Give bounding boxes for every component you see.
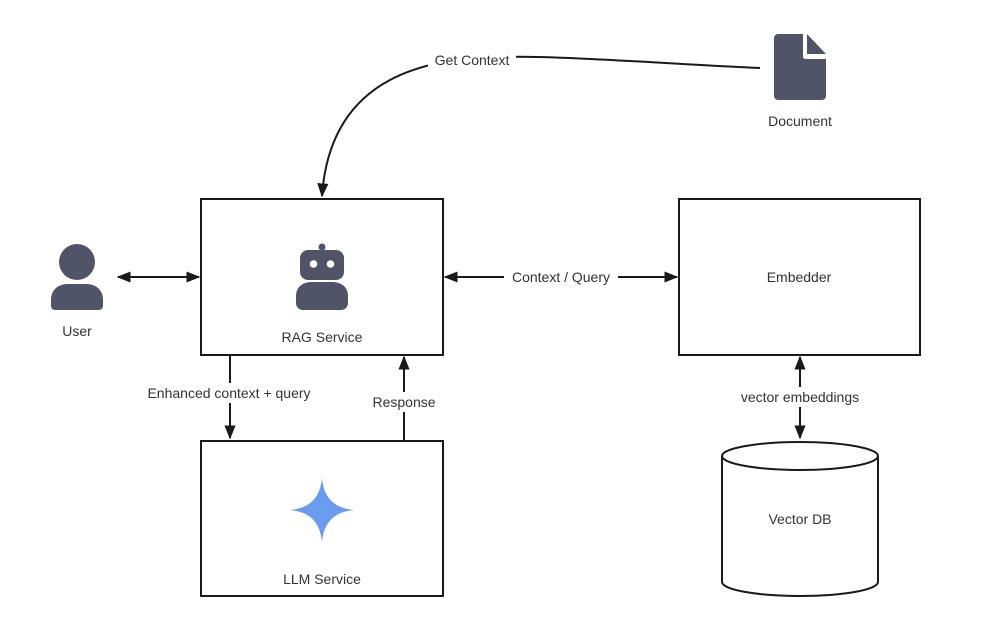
- document-label: Document: [768, 113, 832, 129]
- document-node: Document: [768, 34, 832, 129]
- user-node: User: [51, 244, 103, 339]
- edge-response-label: Response: [372, 394, 435, 410]
- edge-enhanced-context-label: Enhanced context + query: [147, 385, 310, 401]
- llm-service-label: LLM Service: [283, 571, 361, 587]
- user-label: User: [62, 323, 92, 339]
- sparkle-icon: [290, 478, 354, 542]
- document-icon: [774, 34, 826, 100]
- rag-service-node: RAG Service: [200, 198, 444, 356]
- edge-get-context-label-bg: [428, 50, 516, 70]
- user-icon: [51, 244, 103, 310]
- vector-db-node: Vector DB: [721, 441, 879, 597]
- edge-response-label-bg: [366, 392, 442, 412]
- embedder-label: Embedder: [767, 269, 832, 285]
- edge-get-context-label: Get Context: [435, 52, 510, 68]
- edge-context-query-label-bg: [504, 267, 618, 287]
- edge-vector-embeddings-label-bg: [732, 387, 868, 407]
- embedder-node: Embedder: [678, 198, 921, 356]
- edge-context-query-label: Context / Query: [512, 269, 610, 285]
- edge-get-context: [317, 55, 761, 198]
- edge-vector-embeddings-label: vector embeddings: [741, 389, 859, 405]
- rag-service-label: RAG Service: [282, 329, 363, 345]
- robot-icon: [296, 243, 348, 310]
- llm-service-node: LLM Service: [200, 440, 444, 597]
- vector-db-label: Vector DB: [768, 511, 831, 527]
- edge-enhanced-context-label-bg: [140, 383, 320, 403]
